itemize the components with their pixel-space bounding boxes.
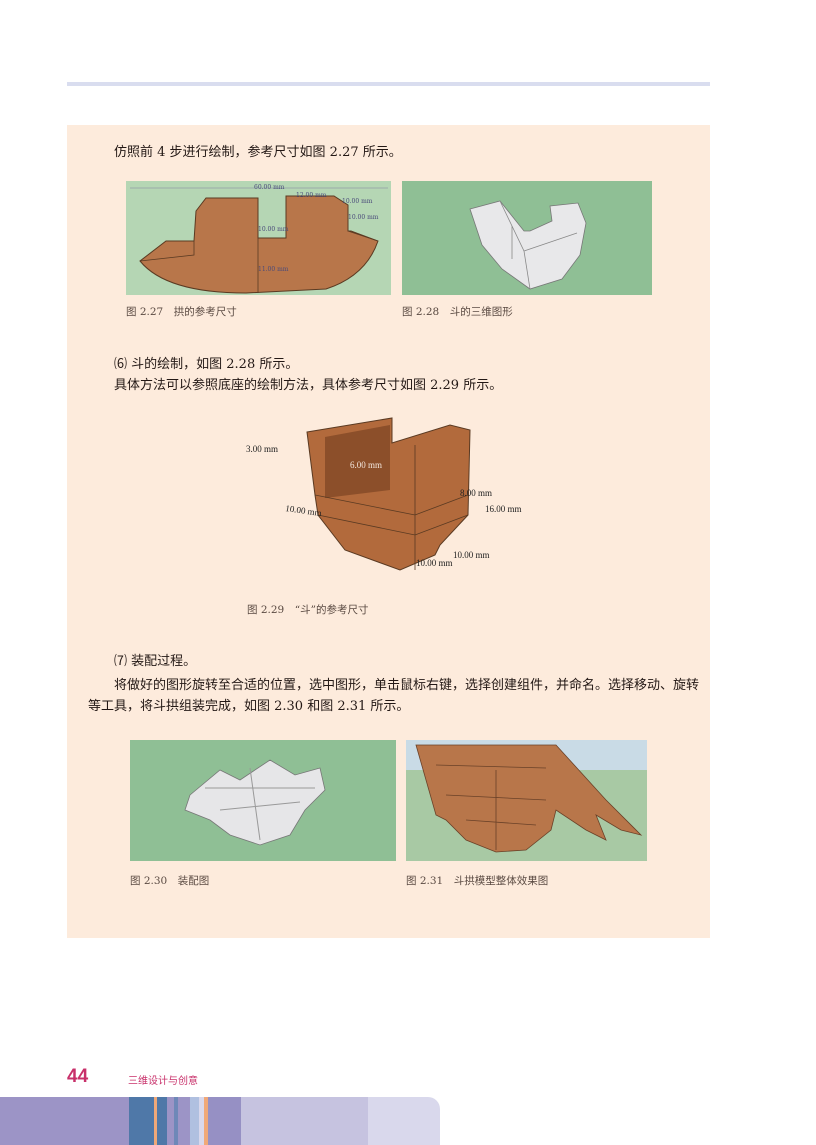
dim-label: 12.00 mm	[296, 192, 327, 199]
figure-2-28-image	[402, 181, 652, 295]
dim-label: 3.00 mm	[246, 444, 278, 454]
dim-label: 10.00 mm	[342, 198, 373, 205]
dim-label: 16.00 mm	[485, 504, 522, 514]
page-number: 44	[67, 1066, 89, 1087]
figure-2-27-image: 60.00 mm 12.00 mm 10.00 mm 10.00 mm 10.0…	[126, 181, 391, 295]
dim-label: 11.00 mm	[258, 266, 289, 273]
dim-label: 10.00 mm	[348, 214, 379, 221]
step-7-text: 等工具，将斗拱组装完成，如图 2.30 和图 2.31 所示。	[88, 699, 410, 714]
step-6-text: 具体方法可以参照底座的绘制方法，具体参考尺寸如图 2.29 所示。	[114, 378, 503, 393]
figure-2-30-image	[130, 740, 396, 861]
dim-label: 60.00 mm	[254, 184, 285, 191]
dim-label: 6.00 mm	[350, 460, 382, 470]
paragraph: 仿照前 4 步进行绘制，参考尺寸如图 2.27 所示。	[114, 145, 402, 160]
step-7-title: ⑺ 装配过程。	[114, 654, 197, 669]
figure-caption: 图 2.31 斗拱模型整体效果图	[406, 875, 549, 887]
step-7-text: 将做好的图形旋转至合适的位置，选中图形，单击鼠标右键，选择创建组件，并命名。选择…	[114, 678, 700, 693]
figure-caption: 图 2.30 装配图	[130, 875, 210, 887]
dim-label: 10.00 mm	[416, 558, 453, 568]
footer-band	[0, 1097, 440, 1145]
dim-label: 8.00 mm	[460, 488, 492, 498]
dim-label: 10.00 mm	[258, 226, 289, 233]
book-title: 三维设计与创意	[128, 1076, 198, 1087]
figure-2-31-image	[406, 740, 647, 861]
figure-caption: 图 2.28 斗的三维图形	[402, 306, 513, 318]
figure-2-29-image: 3.00 mm 6.00 mm 8.00 mm 16.00 mm 10.00 m…	[246, 417, 522, 571]
figure-caption: 图 2.29 “斗”的参考尺寸	[247, 604, 369, 616]
dim-label: 10.00 mm	[453, 550, 490, 560]
figure-caption: 图 2.27 拱的参考尺寸	[126, 306, 237, 318]
step-6-title: ⑹ 斗的绘制，如图 2.28 所示。	[114, 357, 299, 372]
top-rule	[67, 82, 710, 86]
